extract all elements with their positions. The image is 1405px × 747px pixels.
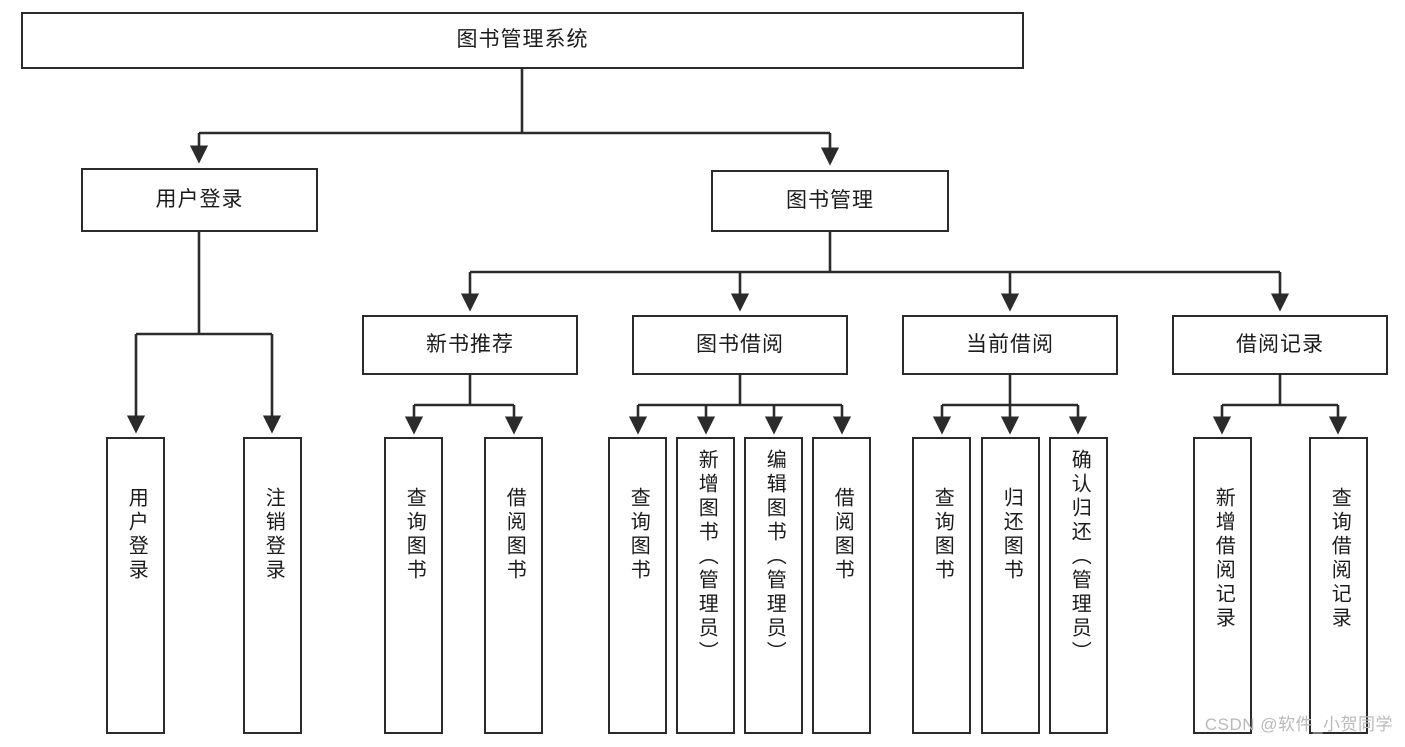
- node-book-borrow[interactable]: 图书借阅: [632, 315, 848, 375]
- node-user-login-label: 用户登录: [155, 187, 244, 211]
- leaf-label: 注销登录: [262, 487, 285, 583]
- leaf-new-book-borrow[interactable]: 借阅图书: [484, 437, 543, 734]
- node-root[interactable]: 图书管理系统: [21, 12, 1024, 69]
- leaf-label: 借阅图书: [503, 487, 526, 583]
- leaf-current-borrow-query[interactable]: 查询图书: [912, 437, 971, 734]
- leaf-book-borrow-edit[interactable]: 编辑图书（管理员）: [744, 437, 803, 734]
- leaf-current-borrow-confirm-return[interactable]: 确认归还（管理员）: [1049, 437, 1108, 734]
- leaf-label: 查询图书: [627, 487, 650, 583]
- node-root-label: 图书管理系统: [456, 28, 589, 52]
- leaf-book-borrow-borrow[interactable]: 借阅图书: [812, 437, 871, 734]
- leaf-book-borrow-query[interactable]: 查询图书: [608, 437, 667, 734]
- leaf-label: 新增图书（管理员）: [695, 449, 718, 665]
- leaf-borrow-record-query[interactable]: 查询借阅记录: [1309, 437, 1368, 734]
- leaf-label: 用户登录: [125, 487, 148, 583]
- leaf-user-login-login[interactable]: 用户登录: [106, 437, 165, 734]
- leaf-book-borrow-add[interactable]: 新增图书（管理员）: [676, 437, 735, 734]
- leaf-current-borrow-return[interactable]: 归还图书: [981, 437, 1040, 734]
- leaf-label: 查询借阅记录: [1328, 487, 1351, 631]
- leaf-borrow-record-add[interactable]: 新增借阅记录: [1193, 437, 1252, 734]
- leaf-label: 查询图书: [403, 487, 426, 583]
- leaf-label: 查询图书: [931, 487, 954, 583]
- node-borrow-record-label: 借阅记录: [1236, 332, 1324, 356]
- node-book-management-label: 图书管理: [786, 188, 874, 212]
- watermark: CSDN @软件_小贺同学: [1204, 715, 1393, 734]
- leaf-label: 确认归还（管理员）: [1068, 449, 1091, 665]
- node-book-management[interactable]: 图书管理: [711, 170, 949, 232]
- leaf-user-login-logout[interactable]: 注销登录: [243, 437, 302, 734]
- leaf-label: 归还图书: [1000, 487, 1023, 583]
- node-borrow-record[interactable]: 借阅记录: [1172, 315, 1388, 375]
- leaf-new-book-query[interactable]: 查询图书: [384, 437, 443, 734]
- node-current-borrow[interactable]: 当前借阅: [902, 315, 1118, 375]
- node-new-book-recommend-label: 新书推荐: [426, 332, 514, 356]
- leaf-label: 新增借阅记录: [1212, 487, 1235, 631]
- node-current-borrow-label: 当前借阅: [966, 332, 1054, 356]
- leaf-label: 编辑图书（管理员）: [763, 449, 786, 665]
- node-book-borrow-label: 图书借阅: [696, 332, 784, 356]
- node-new-book-recommend[interactable]: 新书推荐: [362, 315, 578, 375]
- node-user-login[interactable]: 用户登录: [81, 168, 318, 232]
- leaf-label: 借阅图书: [831, 487, 854, 583]
